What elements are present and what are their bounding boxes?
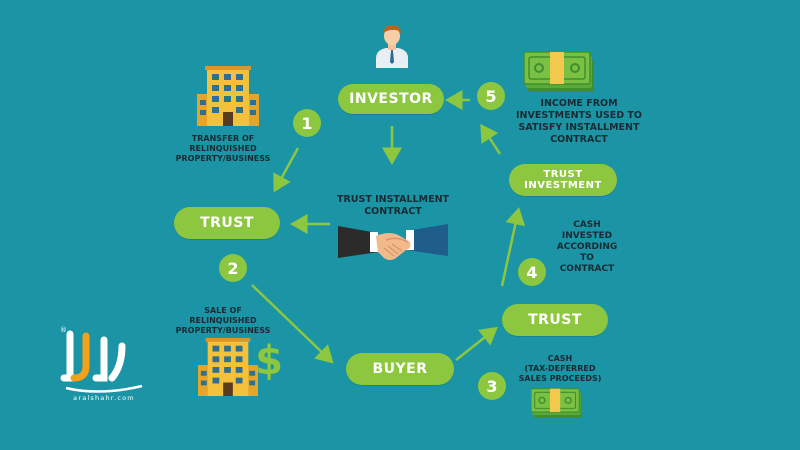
caption-step5: INCOME FROM INVESTMENTS USED TO SATISFY …: [516, 98, 642, 145]
person-icon: [376, 25, 408, 68]
arrow-investment-to-income: [480, 123, 502, 155]
arrow-trust-right-to-investment: [500, 207, 526, 287]
cash-stack-icon: [531, 388, 583, 418]
building-icon: [198, 337, 258, 397]
node-trust-right: TRUST: [502, 304, 608, 336]
node-investor: INVESTOR: [338, 84, 444, 114]
arrow-to-trust-left: [273, 147, 300, 193]
cash-stack-icon: [524, 52, 594, 92]
node-trust-left: TRUST: [174, 207, 280, 239]
logo-url: aralshahr.com: [73, 394, 135, 402]
caption-step4: CASH INVESTED ACCORDING TO CONTRACT: [556, 220, 618, 274]
registered-mark: ®: [60, 326, 67, 334]
step-3-badge: 3: [478, 372, 506, 400]
caption-step2: SALE OF RELINQUISHED PROPERTY/BUSINESS: [175, 306, 271, 335]
node-trust-investment: TRUST INVESTMENT: [509, 164, 617, 196]
caption-step3: CASH (TAX-DEFERRED SALES PROCEEDS): [518, 354, 602, 383]
arrow-buyer-to-trust-right: [455, 326, 498, 361]
step-5-badge: 5: [477, 82, 505, 110]
svg-text:$: $: [256, 338, 282, 380]
arrow-trust-to-buyer: [251, 284, 334, 364]
building-icon: [197, 66, 259, 126]
brand-logo: [60, 330, 143, 393]
handshake-icon: [338, 224, 448, 260]
step-1-badge: 1: [293, 109, 321, 137]
step-4-badge: 4: [518, 258, 546, 286]
step-2-badge: 2: [219, 254, 247, 282]
node-buyer: BUYER: [346, 353, 454, 385]
caption-center-contract: TRUST INSTALLMENT CONTRACT: [336, 194, 450, 217]
dollar-icon: $: [256, 338, 282, 380]
caption-step1: TRANSFER OF RELINQUISHED PROPERTY/BUSINE…: [175, 134, 271, 163]
